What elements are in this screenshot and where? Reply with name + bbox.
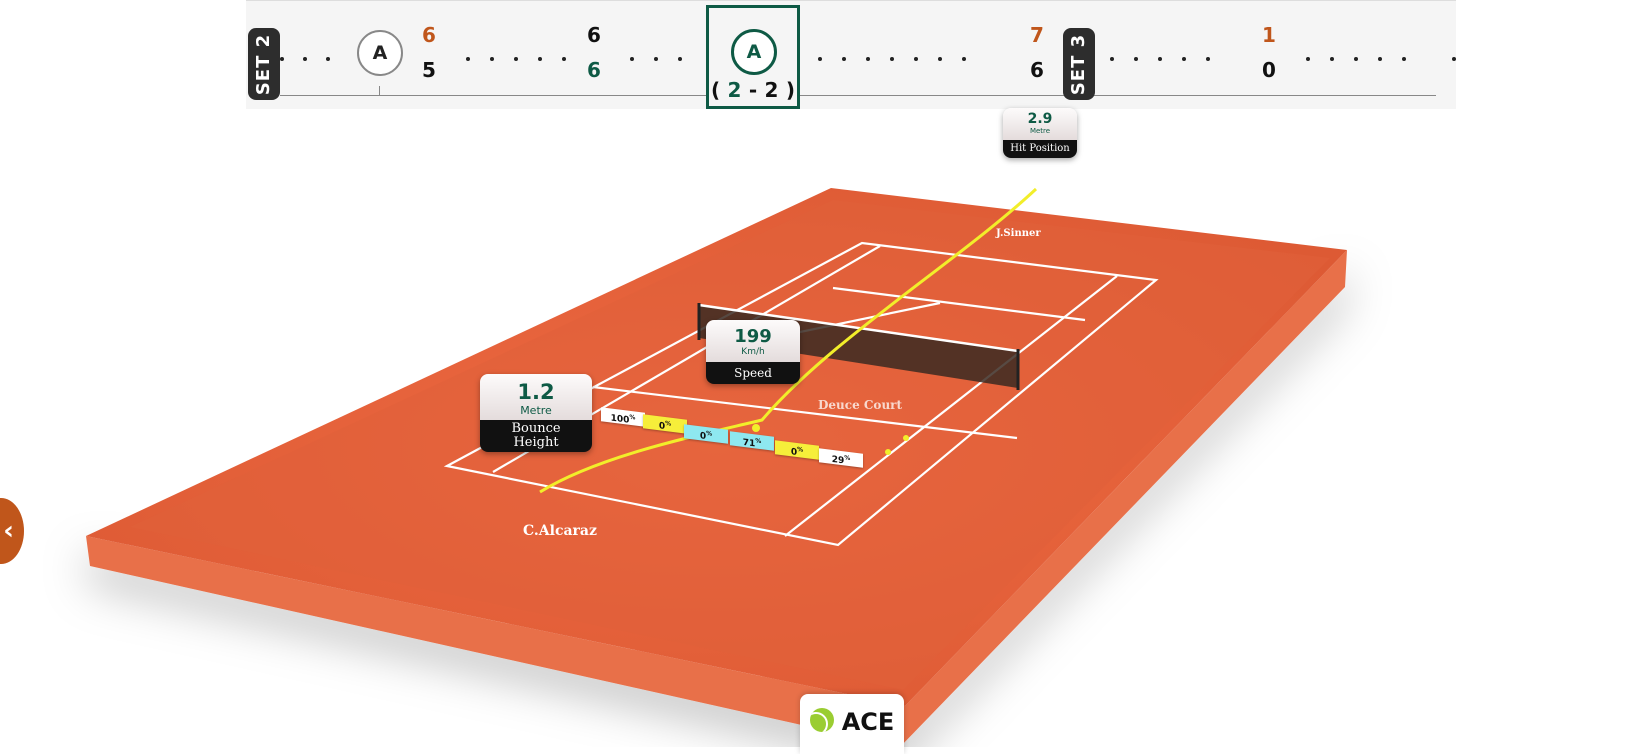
point-dot[interactable] — [654, 57, 658, 61]
set-3-marker[interactable]: SET 3 — [1063, 28, 1095, 100]
game-score-bottom: 6 — [587, 58, 601, 82]
game-score-top: 7 — [1030, 23, 1044, 47]
close-icon: ‹ — [3, 516, 14, 546]
point-marker-advantage[interactable]: A — [357, 30, 403, 76]
percent-tag-value: 100 — [610, 413, 630, 426]
game-score-top: 6 — [422, 23, 436, 47]
selected-point-marker: A — [731, 29, 777, 75]
trajectory-marker — [903, 435, 909, 441]
hit-position-label: Hit Position — [1003, 140, 1077, 158]
point-dot[interactable] — [890, 57, 894, 61]
court-platform-side — [86, 250, 1347, 747]
score-paren-open: ( — [711, 78, 721, 102]
point-dot[interactable] — [562, 57, 566, 61]
selected-point-score: ( 2 - 2 ) — [709, 78, 797, 102]
selected-point-label: A — [746, 41, 762, 63]
point-dot[interactable] — [938, 57, 942, 61]
point-dot[interactable] — [630, 57, 634, 61]
point-dot[interactable] — [914, 57, 918, 61]
speed-value: 199 — [734, 326, 772, 347]
service-line-far — [832, 286, 1086, 322]
timeline-baseline — [280, 95, 1436, 96]
point-dot[interactable] — [1182, 57, 1186, 61]
hit-position-unit: Metre — [1029, 127, 1051, 135]
point-dot[interactable] — [962, 57, 966, 61]
service-line-near — [592, 385, 1018, 440]
match-timeline: SET 2 A 6 5 6 6 A ( 2 - 2 ) 7 6 S — [246, 0, 1456, 109]
percent-tag-unit: % — [665, 420, 672, 428]
percent-tag-value: 29 — [831, 454, 845, 467]
hit-position-card: 2.9 Metre Hit Position — [1003, 108, 1077, 158]
score-right: 2 — [764, 78, 779, 102]
point-dot[interactable] — [280, 57, 284, 61]
point-dot[interactable] — [303, 57, 307, 61]
player-bottom-name: C.Alcaraz — [523, 523, 597, 539]
ace-label: ACE — [841, 708, 895, 736]
point-dot[interactable] — [490, 57, 494, 61]
set-2-marker[interactable]: SET 2 — [248, 28, 280, 100]
point-dot[interactable] — [1402, 57, 1406, 61]
point-dot[interactable] — [818, 57, 822, 61]
percent-tag-value: 71 — [742, 437, 756, 450]
point-tick — [379, 86, 380, 96]
bounce-height-label-line2: Height — [513, 435, 559, 450]
bounce-height-card: 1.2 Metre Bounce Height — [480, 374, 592, 452]
point-dot[interactable] — [1110, 57, 1114, 61]
point-marker-label: A — [372, 42, 388, 64]
point-dot[interactable] — [1330, 57, 1334, 61]
ball-trajectory — [539, 187, 1038, 494]
game-score-top: 6 — [587, 23, 601, 47]
court-zone-label: Deuce Court — [818, 398, 903, 412]
point-dot[interactable] — [1354, 57, 1358, 61]
game-score-bottom: 5 — [422, 58, 436, 82]
singles-line-right — [784, 275, 1118, 537]
trajectory-marker — [885, 449, 891, 455]
ace-badge: ACE — [800, 694, 904, 754]
bounce-point — [752, 424, 760, 432]
bounce-height-unit: Metre — [520, 404, 552, 417]
point-dot[interactable] — [514, 57, 518, 61]
point-dot[interactable] — [538, 57, 542, 61]
point-dot[interactable] — [466, 57, 470, 61]
score-separator: - — [748, 78, 758, 102]
game-score-top: 1 — [1262, 23, 1276, 47]
speed-unit: Km/h — [741, 347, 765, 357]
game-score-bottom: 0 — [1262, 58, 1276, 82]
point-dot[interactable] — [1378, 57, 1382, 61]
point-dot[interactable] — [866, 57, 870, 61]
percent-tag-unit: % — [755, 437, 762, 446]
percent-tag-unit: % — [797, 446, 804, 454]
speed-card: 199 Km/h Speed — [706, 320, 800, 384]
point-dot[interactable] — [1206, 57, 1210, 61]
game-score-bottom: 6 — [1030, 58, 1044, 82]
score-paren-close: ) — [785, 78, 795, 102]
percent-tag-unit: % — [844, 454, 851, 463]
tennis-ball-icon — [809, 708, 834, 732]
bounce-height-value: 1.2 — [517, 380, 555, 404]
point-dot[interactable] — [842, 57, 846, 61]
score-left: 2 — [727, 78, 742, 102]
bounce-height-label-line1: Bounce — [511, 421, 561, 436]
bounce-height-label: Bounce Height — [480, 420, 592, 452]
point-dot[interactable] — [326, 57, 330, 61]
percent-tag-unit: % — [706, 430, 713, 438]
speed-label: Speed — [706, 362, 800, 384]
hit-position-value: 2.9 — [1027, 111, 1053, 127]
point-dot[interactable] — [1452, 57, 1456, 61]
point-dot[interactable] — [1158, 57, 1162, 61]
point-dot[interactable] — [1134, 57, 1138, 61]
percent-tag-unit: % — [629, 413, 636, 422]
selected-point[interactable]: A ( 2 - 2 ) — [706, 5, 800, 109]
point-dot[interactable] — [1306, 57, 1310, 61]
player-top-name: J.Sinner — [996, 228, 1041, 239]
point-dot[interactable] — [678, 57, 682, 61]
